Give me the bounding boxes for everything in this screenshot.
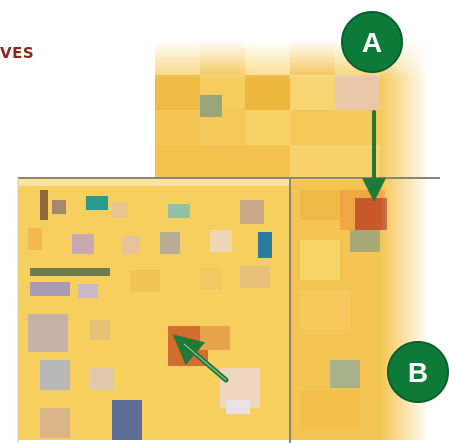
badge-b: B	[388, 342, 448, 402]
badge-a: A	[342, 12, 402, 72]
badge-a-label: A	[362, 27, 382, 58]
mosaic-main	[18, 178, 290, 440]
badge-b-label: B	[408, 357, 428, 388]
